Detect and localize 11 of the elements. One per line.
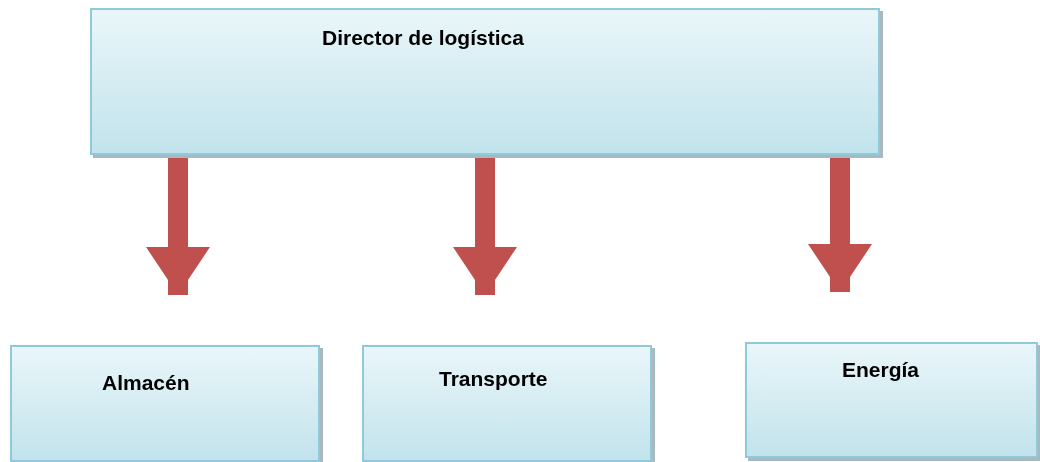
org-box	[745, 342, 1038, 458]
arrow	[146, 157, 210, 295]
org-box	[90, 8, 880, 155]
box-title: Almacén	[102, 371, 190, 395]
org-box	[362, 345, 652, 462]
org-box	[10, 345, 320, 462]
arrow	[808, 157, 872, 292]
box-title: Transporte	[439, 367, 548, 391]
arrow	[453, 157, 517, 295]
box-title: Director de logística	[322, 26, 524, 50]
box-title: Energía	[842, 358, 920, 382]
